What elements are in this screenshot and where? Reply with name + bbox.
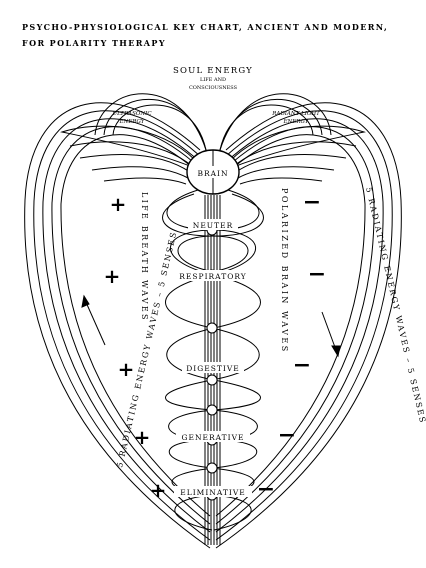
eliminative-label: ELIMINATIVE <box>180 488 246 497</box>
brain-label: BRAIN <box>197 169 228 178</box>
radiant-light-label: RADIANT LIGHT <box>271 111 320 117</box>
intertwining-serpents <box>162 189 264 531</box>
plus-sign: + <box>104 264 121 288</box>
minus-sign: − <box>278 422 296 448</box>
left-wing <box>60 125 196 185</box>
plus-sign: + <box>118 357 135 381</box>
chart-title-line-2: FOR POLARITY THERAPY <box>22 38 166 48</box>
polarized-brain-waves-label: POLARIZED BRAIN WAVES <box>280 188 289 354</box>
soul-energy-label: SOUL ENERGY <box>173 66 253 76</box>
neuter-label: NEUTER <box>193 221 233 230</box>
respiratory-label: RESPIRATORY <box>179 272 246 281</box>
positive-signs: + + + + + <box>104 192 167 502</box>
right-flow-arrow <box>321 311 341 358</box>
right-wing <box>230 125 366 185</box>
life-and-label: LIFE AND <box>200 77 226 83</box>
soul-energy-arches <box>94 93 332 151</box>
minus-sign: − <box>257 476 275 502</box>
plus-sign: + <box>134 425 151 449</box>
ultrasonic-energy-label: ENERGY <box>119 119 146 125</box>
right-energy-wave-loops <box>215 102 402 549</box>
consciousness-label: CONSCIOUSNESS <box>189 85 238 91</box>
left-flow-arrow <box>81 294 106 346</box>
plus-sign: + <box>150 478 167 502</box>
minus-sign: − <box>303 189 321 215</box>
minus-sign: − <box>308 261 326 287</box>
digestive-label: DIGESTIVE <box>186 364 239 373</box>
life-breath-waves-label: LIFE BREATH WAVES <box>140 192 149 322</box>
center-labels: BRAIN NEUTER RESPIRATORY DIGESTIVE GENER… <box>174 166 252 497</box>
ultrasonic-label: ULTRASONIC <box>112 111 152 117</box>
radiant-light-energy-label: ENERGY <box>283 119 310 125</box>
left-energy-wave-loops <box>24 102 211 549</box>
generative-label: GENERATIVE <box>181 433 244 442</box>
plus-sign: + <box>110 192 127 216</box>
minus-sign: − <box>293 352 311 378</box>
right-radiating-waves-label: 5 RADIATING ENERGY WAVES – 5 SENSES <box>364 186 426 425</box>
negative-signs: − − − − − <box>257 189 326 502</box>
chart-title-line-1: PSYCHO-PHYSIOLOGICAL KEY CHART, ANCIENT … <box>22 22 389 32</box>
